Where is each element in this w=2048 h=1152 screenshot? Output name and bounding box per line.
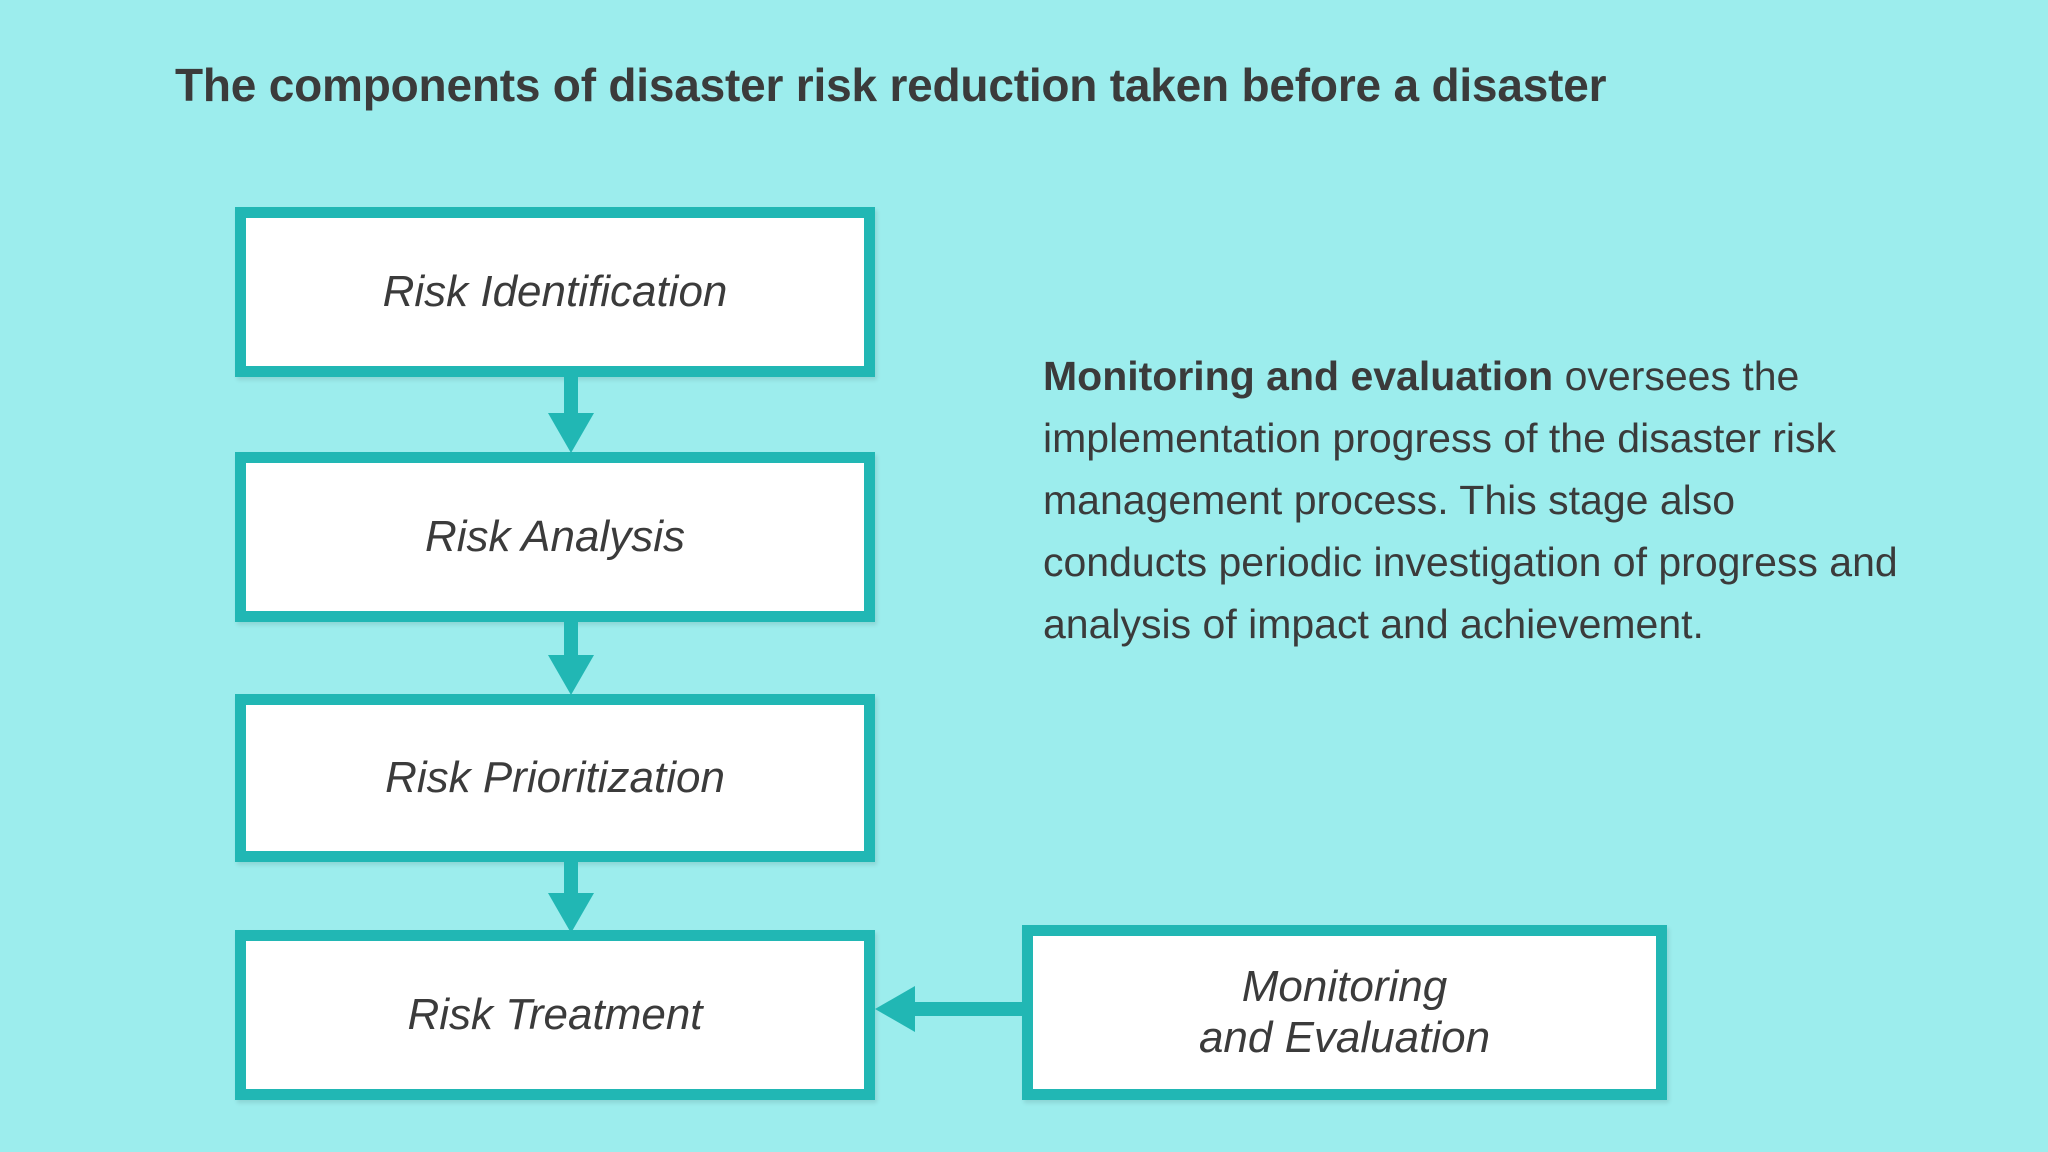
- description-paragraph: Monitoring and evaluation oversees the i…: [1043, 345, 1903, 655]
- process-box-risk-treatment[interactable]: Risk Treatment: [235, 930, 875, 1100]
- arrow-left-icon-monitoring-to-treatment: [875, 986, 1022, 1032]
- process-box-label: Risk Prioritization: [385, 752, 725, 802]
- process-box-label: Risk Identification: [382, 266, 728, 316]
- arrow-shaft: [910, 1002, 1022, 1016]
- arrow-head: [548, 655, 594, 695]
- process-box-risk-analysis[interactable]: Risk Analysis: [235, 452, 875, 622]
- description-body: oversees the implementation progress of …: [1043, 353, 1898, 647]
- arrow-down-icon-identification-to-analysis: [548, 377, 594, 453]
- process-box-monitoring-and-evaluation[interactable]: Monitoring and Evaluation: [1022, 925, 1667, 1100]
- arrow-head: [548, 413, 594, 453]
- arrow-head: [548, 893, 594, 933]
- process-box-label: Monitoring and Evaluation: [1198, 961, 1491, 1062]
- page-title: The components of disaster risk reductio…: [175, 59, 1607, 111]
- arrow-down-icon-analysis-to-prioritization: [548, 622, 594, 695]
- description-lead: Monitoring and evaluation: [1043, 353, 1554, 399]
- arrow-down-icon-prioritization-to-treatment: [548, 862, 594, 933]
- arrow-head: [875, 986, 915, 1032]
- arrow-shaft: [564, 622, 578, 656]
- process-box-label: Risk Analysis: [425, 511, 685, 561]
- process-box-label: Risk Treatment: [407, 989, 703, 1039]
- arrow-shaft: [564, 377, 578, 415]
- process-box-risk-prioritization[interactable]: Risk Prioritization: [235, 694, 875, 862]
- process-box-risk-identification[interactable]: Risk Identification: [235, 207, 875, 377]
- arrow-shaft: [564, 862, 578, 894]
